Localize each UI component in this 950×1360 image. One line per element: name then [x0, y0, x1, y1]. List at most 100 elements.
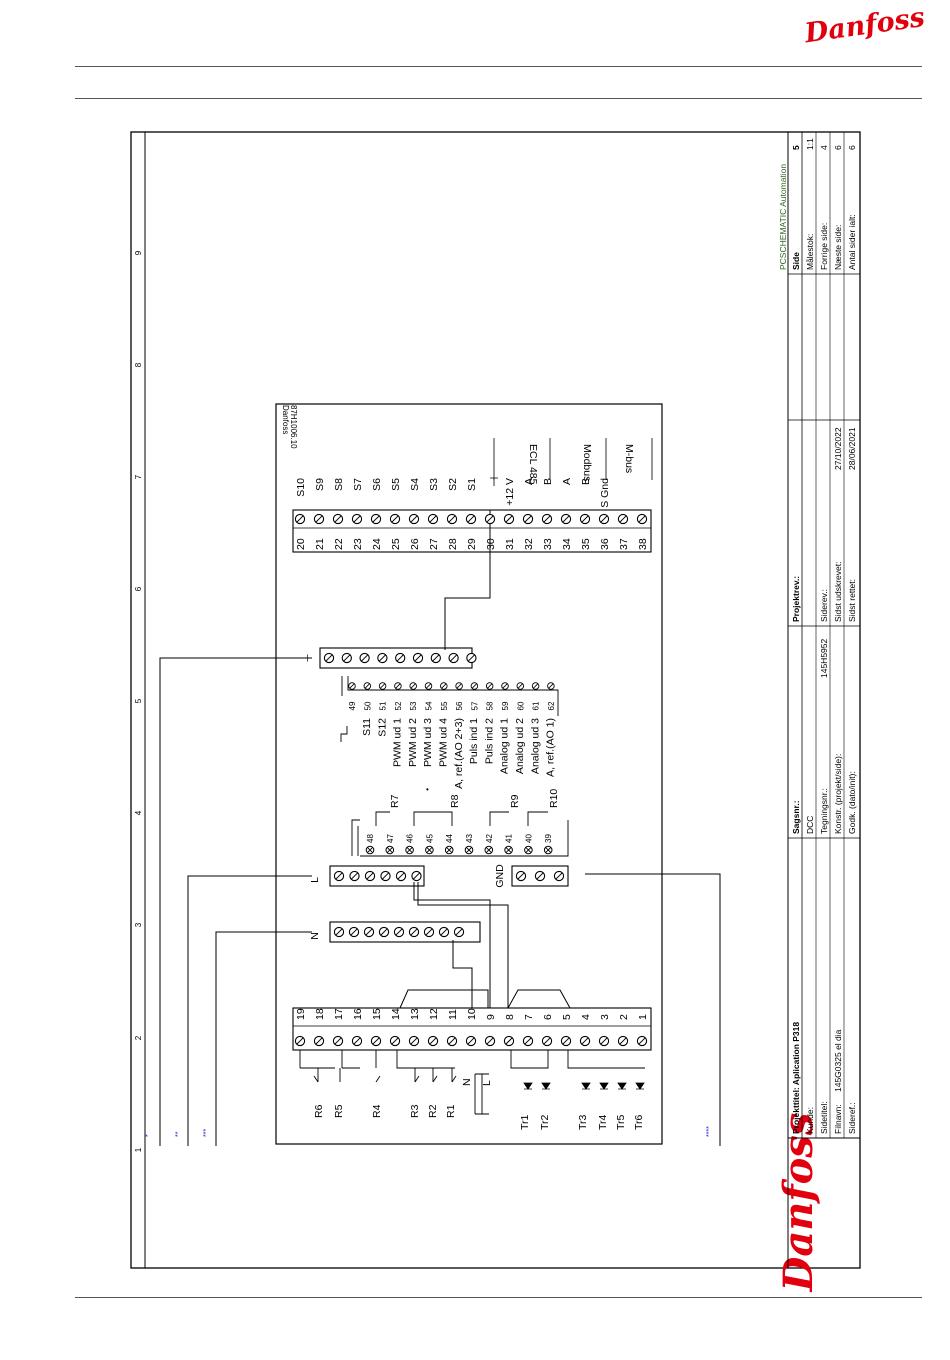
- rail-screw: [348, 926, 360, 938]
- side-value: 5: [791, 145, 801, 150]
- io-screw: [547, 682, 555, 690]
- rail-screw: [412, 652, 424, 664]
- danfoss-logo-bottom: Danfoss: [775, 1113, 822, 1293]
- relay-terminal-number: 40: [524, 834, 533, 843]
- component-label: Tr1: [519, 1114, 531, 1130]
- column-number: 8: [134, 362, 143, 367]
- relay-screw: [504, 845, 513, 855]
- terminal-screw: [294, 513, 306, 525]
- signal-label: S2: [447, 478, 459, 491]
- rail-screw: [349, 870, 360, 882]
- danfoss-logo-top: Danfoss: [802, 2, 927, 50]
- t-rail: ⊥: [299, 647, 477, 669]
- io-screw: [501, 682, 509, 690]
- terminal-number: 11: [447, 1009, 459, 1020]
- relay-terminal-number: 47: [386, 834, 395, 843]
- danfoss-logo-text-bottom: Danfoss: [775, 1113, 822, 1293]
- component-label: R4: [371, 1104, 383, 1118]
- terminal-screw: [465, 513, 477, 525]
- io-screw: [531, 682, 540, 690]
- relay-screw: [425, 845, 434, 855]
- column-number: 1: [134, 1147, 143, 1152]
- signal-label: +12 V: [504, 478, 516, 506]
- terminal-number: 29: [466, 538, 478, 550]
- sidst-rettet-label: Sidst rettet:: [847, 579, 857, 622]
- terminal-screw: [560, 513, 572, 525]
- tegningsnr-value: 145H5952: [819, 638, 829, 678]
- column-number: 2: [134, 1035, 143, 1040]
- forrige-value: 4: [819, 145, 829, 150]
- io-screw: [409, 682, 417, 690]
- terminal-number: 25: [390, 538, 402, 550]
- terminal-number: 30: [485, 538, 497, 550]
- io-screw: [424, 682, 433, 690]
- component-label: R2: [427, 1104, 439, 1118]
- io-screw: [348, 682, 356, 690]
- terminal-number: 5: [561, 1014, 573, 1020]
- filnavn-label: Filnavn:: [833, 1104, 843, 1134]
- filnavn-value: 145G0325 el dia: [833, 1029, 843, 1092]
- terminal-screw: [617, 513, 629, 525]
- marker-3: ***: [203, 1129, 210, 1137]
- t-rail-label: ⊥: [299, 653, 311, 662]
- component-label: R6: [313, 1104, 325, 1118]
- signal-label: S7: [352, 478, 364, 491]
- terminal-number: 34: [561, 538, 573, 550]
- relay-terminal-number: 48: [366, 834, 375, 843]
- siderev-label: Siderev.:: [819, 589, 829, 622]
- component-label: R5: [333, 1104, 345, 1118]
- rail-screw: [408, 926, 420, 938]
- markers: * ** *** ****: [145, 1126, 713, 1137]
- kunde-label: Kunde:: [805, 1107, 815, 1134]
- column-number: 3: [134, 922, 143, 927]
- godk-label: Godk. (dato/init):: [847, 771, 857, 834]
- terminal-number: 8: [504, 1014, 516, 1020]
- terminal-screw: [503, 513, 515, 525]
- controller-outline: [275, 403, 663, 1145]
- io-terminal-number: 58: [486, 701, 495, 710]
- column-number: 9: [134, 250, 143, 255]
- relay-label: R7: [389, 794, 401, 808]
- terminal-screw: [598, 1035, 610, 1047]
- sidst-udskrevet-label: Sidst udskrevet:: [833, 562, 843, 622]
- malestok-label: Målestok:: [805, 234, 815, 270]
- io-label: Puls ind 2: [483, 718, 495, 764]
- io-label: S11: [361, 718, 373, 736]
- terminal-number: 16: [352, 1008, 364, 1020]
- io-screw: [440, 682, 448, 690]
- relay-screw: [543, 845, 553, 855]
- rail-screw: [333, 926, 345, 938]
- signal-label: S3: [428, 478, 440, 491]
- terminal-number: 38: [637, 538, 649, 550]
- relay-screw: [385, 845, 395, 855]
- sideref-label: Sideref.:: [847, 1102, 857, 1134]
- dcc-label: DCC: [805, 816, 815, 834]
- terminal-number: 26: [409, 538, 421, 550]
- terminal-screw: [484, 1035, 496, 1047]
- rail-screw: [341, 652, 352, 664]
- sidetitel-label: Sidetitel:: [819, 1101, 829, 1134]
- terminal-number: 1: [637, 1014, 649, 1020]
- terminal-number: 12: [428, 1008, 440, 1020]
- terminal-number: 10: [466, 1008, 478, 1020]
- terminal-screw: [370, 513, 382, 525]
- io-screw: [485, 682, 494, 690]
- rail-screw: [448, 652, 459, 664]
- naeste-label: Næste side:: [833, 225, 843, 270]
- n-rail: N: [309, 921, 481, 943]
- rail-screw: [378, 926, 390, 938]
- terminal-screw: [579, 513, 591, 525]
- sheet-frame: [130, 131, 861, 1269]
- signal-label: S10: [295, 478, 307, 497]
- terminal-screw: [389, 1035, 401, 1047]
- io-label: A, ref.(AO 2+3): [453, 718, 465, 789]
- project-title: Projekttitel: Aplication P318: [791, 1022, 801, 1134]
- rail-screw: [377, 652, 388, 664]
- terminal-number: 7: [523, 1014, 535, 1020]
- terminal-number: 19: [295, 1008, 307, 1020]
- terminal-screw: [541, 513, 553, 525]
- signal-label: B: [580, 478, 592, 485]
